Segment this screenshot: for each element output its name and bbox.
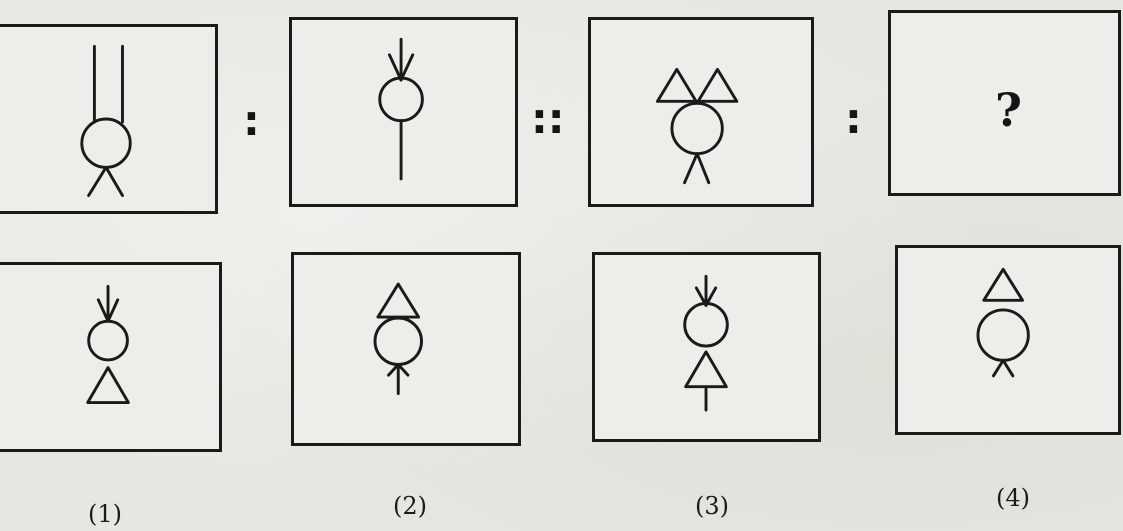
figure-circle-arrow-top-line-bottom [292,20,515,204]
option-label-4: (4) [996,484,1030,512]
option-label-3: (3) [695,492,729,520]
answer-option-1[interactable] [0,262,222,452]
figure-circle-arrow-top-triangle-bottom [0,265,219,449]
figure-circle-two-lines-v-bottom [0,27,215,211]
proportion-separator: :: [531,98,565,140]
question-figure-2 [289,17,518,207]
answer-option-2[interactable] [291,252,521,446]
figure-circle-two-triangles-v-bottom [591,20,811,204]
figure-circle-triangle-top-v-bottom [898,248,1118,432]
ratio-separator-left: : [243,100,260,142]
answer-option-3[interactable] [592,252,821,442]
answer-option-4[interactable] [895,245,1121,435]
option-label-1: (1) [88,500,122,528]
question-figure-unknown: ? [888,10,1121,196]
question-mark: ? [995,83,1022,137]
question-figure-3 [588,17,814,207]
question-figure-1 [0,24,218,214]
ratio-separator-right: : [845,98,862,140]
figure-circle-arrow-top-triangle-stem-bottom [595,255,818,439]
figure-circle-triangle-top-arrow-bottom [294,255,518,443]
option-label-2: (2) [393,492,427,520]
